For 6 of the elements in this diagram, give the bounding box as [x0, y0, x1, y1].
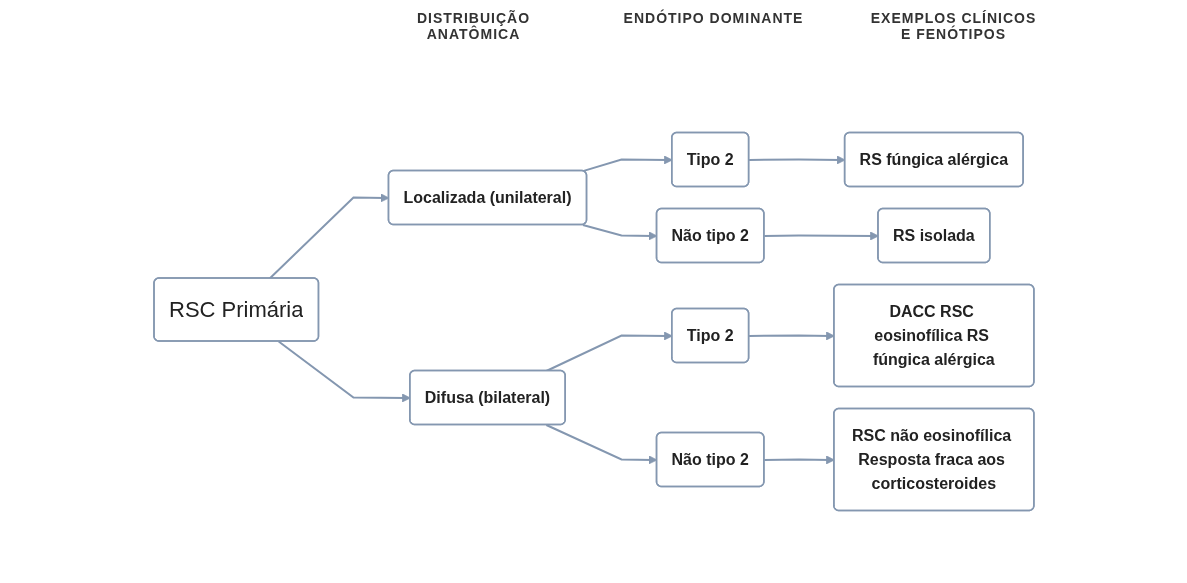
arrow [581, 223, 657, 241]
arrow [268, 193, 389, 280]
column-header: DISTRIBUIÇÃO ANATÔMICA [415, 10, 532, 44]
arrow [544, 424, 657, 465]
column-header: ENDÓTIPO DOMINANTE [623, 10, 804, 28]
column-header: EXEMPLOS CLÍNICOS E FENÓTIPOS [869, 10, 1038, 44]
